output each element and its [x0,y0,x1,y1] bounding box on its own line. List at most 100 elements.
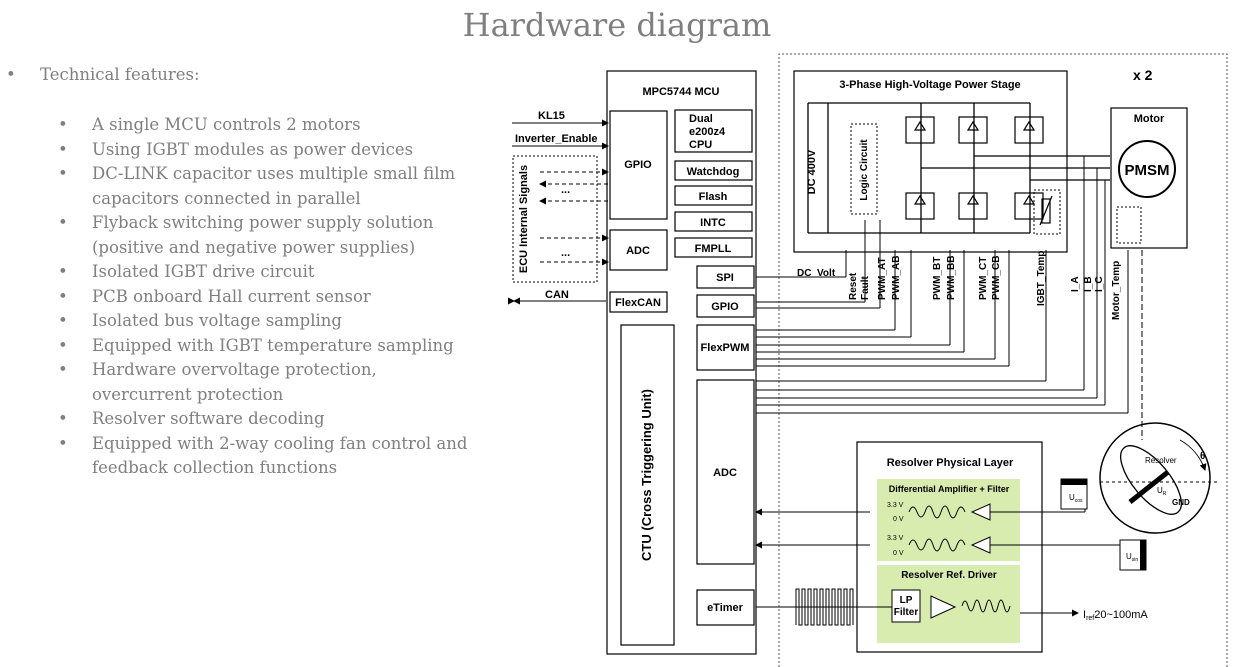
bullet-dot-icon: • [58,115,68,134]
bullet-dot-icon: • [58,311,68,330]
theta-label: θ [1200,451,1205,462]
resolver-circle [1099,422,1211,534]
v33-label-1: 3.3 V [887,502,904,509]
usin-sensor-bar [1140,540,1146,570]
feature-item: •Resolver software decoding [0,407,500,432]
feature-item: •Equipped with IGBT temperature sampling [0,334,500,359]
mcu-adc2-label: ADC [713,467,737,479]
bullet-dot-icon: • [58,213,68,232]
feature-item: •Equipped with 2-way cooling fan control… [58,433,468,478]
ia-label: I_A [1070,276,1081,292]
mcu-watchdog-label: Watchdog [687,166,740,178]
bullet-dot-icon: • [58,335,68,355]
resolver-layer-title: Resolver Physical Layer [887,457,1014,469]
feature-item: •DC-LINK capacitor uses multiple small f… [58,164,456,208]
feature-item: •Using IGBT modules as power devices [0,138,500,163]
dc-voltage-label: DC 400V [806,149,818,194]
ecu-signals-label: ECU Internal Signals [518,165,530,273]
feature-list: • Technical features: •A single MCU cont… [0,58,500,481]
bullet-dot-icon: • [58,433,68,453]
pwm-ab-label: PWM_AB [891,256,902,300]
igbt-switches [905,116,1053,226]
bullet-dot-icon: • [58,262,68,281]
fault-label: Fault [860,275,871,300]
igbt-temp-label: IGBT_Temp [1036,251,1047,306]
pwm-bt-label: PWM_BT [932,257,943,300]
inverter-enable-label: Inverter_Enable [515,133,598,145]
ref-driver-title: Resolver Ref. Driver [901,570,997,581]
ucos-sensor-bar [1061,479,1087,485]
feature-item: •Flyback switching power supply solution… [58,213,434,257]
pmsm-label: PMSM [1125,162,1170,179]
ur-label: UR [1157,486,1167,497]
pwm-cb-label: PWM_CB [991,256,1002,300]
pwm-bb-label: PWM_BB [946,256,957,300]
feature-item: •Hardware overvoltage protection,overcur… [58,360,377,404]
feature-item: •Isolated IGBT drive circuit [0,260,500,285]
bullet-dot-icon: • [58,360,68,379]
pulse-train [795,588,854,626]
motor-title: Motor [1134,113,1165,125]
feature-item: •Isolated bus voltage sampling [0,309,500,334]
kl15-label: KL15 [538,110,565,122]
mcu-intc-label: INTC [700,217,726,229]
ic-label: I_C [1094,276,1105,292]
logic-circuit-label: Logic Circuit [859,139,870,201]
pwm-ct-label: PWM_CT [978,257,989,300]
dots-2: ... [561,247,570,259]
mcu-block [606,70,757,655]
diff-amp-box [877,479,1020,561]
mcu-adc-label: ADC [626,245,650,257]
mcu-spi-label: SPI [716,272,734,284]
gnd-label: GND [1172,498,1190,507]
ctu-label: CTU (Cross Triggering Unit) [639,389,654,561]
usin-label: Usin [1126,552,1138,563]
v0-label-1: 0 V [893,516,904,523]
inverter-boundary [778,53,1228,667]
reset-label: Reset [848,272,859,300]
power-stage-box [793,70,1068,253]
mcu-title: MPC5744 MCU [642,86,719,98]
motor-box [1110,107,1188,249]
pwm-at-label: PWM_AT [877,257,888,300]
multiplier-label: x 2 [1133,67,1153,83]
resolver-label: Resolver [1145,456,1177,465]
v33-label-2: 3.3 V [887,535,904,542]
waveforms [755,482,1128,623]
v0-label-2: 0 V [893,550,904,557]
resolver-marks [1100,439,1220,504]
features-heading: • Technical features: [0,63,500,87]
mcu-etimer-label: eTimer [707,602,744,614]
signal-lines [756,156,1143,440]
power-stage-title: 3-Phase High-Voltage Power Stage [839,79,1020,91]
mcu-flash-label: Flash [699,191,728,203]
bullet-dot-icon: • [58,139,68,159]
input-lines [508,119,609,305]
mcu-gpio2-label: GPIO [711,301,739,313]
mcu-flexcan-label: FlexCAN [615,297,661,309]
dots-1: ... [561,184,570,196]
power-stage-wiring [807,102,1110,235]
can-label: CAN [545,289,569,301]
slide-title: Hardware diagram [462,6,772,44]
bullet-dot-icon: • [58,409,68,428]
feature-item: •PCB onboard Hall current sensor [0,285,500,310]
pmsm-circle [1118,140,1176,198]
diff-amp-title: Differential Amplifier + Filter [889,484,1010,494]
iref-label: Iref20~100mA [1083,609,1148,622]
bullet-dot-icon: • [6,65,16,84]
dc-volt-label: DC_Volt [797,268,836,279]
resolver-rotor [1120,445,1182,515]
mcu-fmpll-label: FMPLL [695,243,732,255]
feature-item: •A single MCU controls 2 motors [0,113,500,138]
mcu-gpio-label: GPIO [624,159,652,171]
mcu-flexpwm-label: FlexPWM [701,342,750,354]
ib-label: I_B [1083,276,1094,292]
motor-temp-label: Motor_Temp [1111,261,1122,320]
feature-sublist: •A single MCU controls 2 motors •Using I… [0,113,500,481]
bullet-dot-icon: • [58,164,68,183]
ucos-label: Ucos [1069,493,1083,504]
